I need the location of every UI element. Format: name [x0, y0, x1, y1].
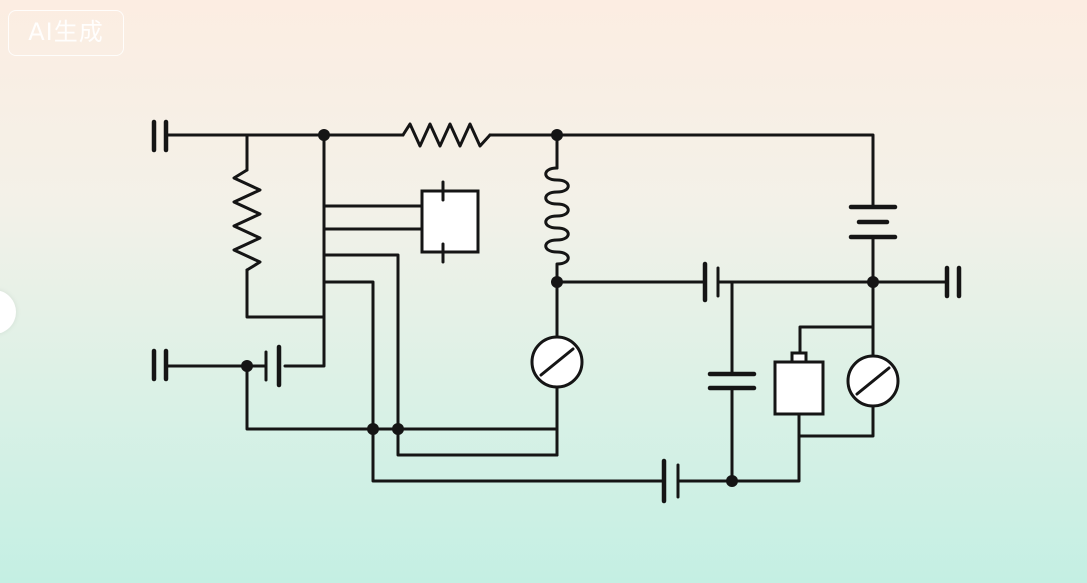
input-terminal-bottom: [151, 348, 169, 382]
junction-dots: [241, 129, 879, 487]
top-rail-wire: [164, 133, 875, 209]
inductor-coil: [544, 133, 570, 342]
output-terminal-right: [944, 265, 962, 299]
capacitor-vertical: [707, 280, 757, 483]
relay-box: [730, 325, 875, 483]
resistor-top: [401, 122, 492, 148]
input-terminal-top: [151, 119, 169, 153]
battery-bottom-left: [164, 344, 559, 431]
side-panel-handle[interactable]: [0, 290, 16, 334]
meter-center: [530, 335, 584, 457]
capacitor-bottom: [661, 458, 734, 504]
ai-generated-watermark: AI生成: [8, 10, 124, 56]
switch-box: [322, 180, 664, 483]
capacitor-right: [702, 261, 720, 303]
meter-right: [797, 354, 900, 438]
resistor-left: [232, 133, 326, 319]
main-bus-wire: [283, 133, 326, 368]
